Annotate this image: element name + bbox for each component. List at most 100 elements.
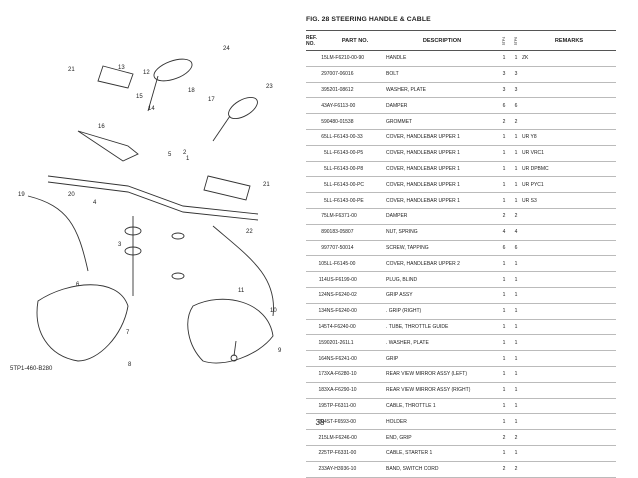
cell-rem: UR VRC1 — [522, 145, 616, 162]
parts-table: REF.NO. PART NO. DESCRIPTION 5TP4 5TP6 R… — [306, 30, 616, 478]
cell-q1: 1 — [498, 413, 510, 431]
cell-part: 5LL-F6143-00-PC — [324, 176, 386, 194]
callout-17: 17 — [208, 97, 215, 103]
cell-desc: COVER, HANDLEBAR UPPER 1 — [386, 176, 498, 194]
cell-part: 4NS-F6241-00 — [324, 350, 386, 367]
cell-desc: GROMMET — [386, 113, 498, 130]
cell-rem — [522, 255, 616, 273]
callout-2: 2 — [183, 150, 187, 156]
cell-desc: HOLDER — [386, 413, 498, 431]
cell-q1: 1 — [498, 176, 510, 194]
cell-rem — [522, 350, 616, 367]
cell-q1: 1 — [498, 319, 510, 336]
cell-q2: 1 — [510, 161, 522, 178]
cell-q2: 1 — [510, 192, 522, 209]
callout-11: 11 — [238, 288, 245, 294]
exploded-parts-diagram: 21 13 12 15 14 24 23 18 17 16 2 1 21 19 … — [10, 46, 282, 372]
cell-q1: 1 — [498, 398, 510, 415]
callout-10: 10 — [270, 308, 277, 314]
callout-18: 18 — [188, 88, 195, 94]
cell-part: 4ST-F6593-00 — [324, 413, 386, 431]
cell-ref: 13 — [306, 303, 324, 320]
cell-ref: 16 — [306, 350, 324, 367]
cell-rem — [522, 303, 616, 320]
cell-part: 4NS-F6240-00 — [324, 303, 386, 320]
cell-desc: . GRIP (RIGHT) — [386, 303, 498, 320]
cell-q2: 1 — [510, 350, 522, 367]
cell-q1: 1 — [498, 161, 510, 178]
cell-q1: 1 — [498, 255, 510, 273]
mirror-left-shape — [228, 96, 258, 120]
cell-ref: 5 — [306, 113, 324, 130]
header-remarks: REMARKS — [522, 30, 616, 51]
callout-16: 16 — [98, 124, 105, 130]
callout-22: 22 — [246, 229, 253, 235]
cell-rem — [522, 97, 616, 115]
callout-15: 15 — [136, 94, 143, 100]
cell-q2: 6 — [510, 97, 522, 115]
cell-ref: 20 — [306, 413, 324, 431]
cell-desc: BOLT — [386, 66, 498, 83]
cell-desc: CABLE, STARTER 1 — [386, 445, 498, 462]
callout-6: 6 — [76, 282, 80, 288]
figure-title: FIG. 28 STEERING HANDLE & CABLE — [306, 16, 431, 23]
cell-desc: WASHER, PLATE — [386, 82, 498, 99]
cell-part: 5LL-F6143-00-PE — [324, 192, 386, 209]
cell-q2: 1 — [510, 271, 522, 288]
cell-q1: 2 — [498, 429, 510, 446]
cell-ref: 12 — [306, 287, 324, 304]
cell-desc: . WASHER, PLATE — [386, 334, 498, 352]
cell-q1: 6 — [498, 240, 510, 257]
cell-rem: ZK — [522, 50, 616, 67]
header-description: DESCRIPTION — [386, 30, 498, 51]
cell-q1: 1 — [498, 303, 510, 320]
cell-desc: COVER, HANDLEBAR UPPER 2 — [386, 255, 498, 273]
cell-part: 3AY-H3936-10 — [324, 461, 386, 478]
cell-rem — [522, 334, 616, 352]
cell-desc: DAMPER — [386, 97, 498, 115]
cell-part: 95201-08612 — [324, 82, 386, 99]
cell-q2: 3 — [510, 66, 522, 83]
throttle-cable-shape — [27, 195, 89, 272]
cell-part: 3XA-F6290-10 — [324, 382, 386, 399]
cell-ref — [306, 161, 324, 178]
cell-q1: 1 — [498, 145, 510, 162]
cell-q2: 4 — [510, 224, 522, 241]
cell-ref — [306, 176, 324, 194]
lower-cover-shape — [187, 298, 274, 364]
cell-q2: 1 — [510, 398, 522, 415]
diagram-code: 5TP1-460-B280 — [10, 366, 53, 372]
cell-q1: 6 — [498, 97, 510, 115]
cell-rem: UR Y8 — [522, 129, 616, 146]
page-number: 38 — [315, 418, 325, 427]
cell-ref: 6 — [306, 129, 324, 146]
cell-q1: 3 — [498, 82, 510, 99]
cell-part: 5LL-F6143-00-P5 — [324, 145, 386, 162]
cell-desc: BAND, SWITCH CORD — [386, 461, 498, 478]
cell-q2: 1 — [510, 319, 522, 336]
cell-part: 5LL-F6143-00-P8 — [324, 161, 386, 178]
callout-21: 21 — [68, 67, 75, 73]
callout-8: 8 — [128, 362, 132, 368]
grip-left-shape — [203, 175, 251, 201]
cell-ref: 14 — [306, 319, 324, 336]
cell-desc: NUT, SPRING — [386, 224, 498, 241]
cell-q2: 3 — [510, 82, 522, 99]
cell-q1: 1 — [498, 129, 510, 146]
callout-5: 5 — [168, 152, 172, 158]
cell-part: 5TP-F6311-00 — [324, 398, 386, 415]
cell-ref: 4 — [306, 97, 324, 115]
cell-rem — [522, 224, 616, 241]
cell-rem — [522, 208, 616, 225]
